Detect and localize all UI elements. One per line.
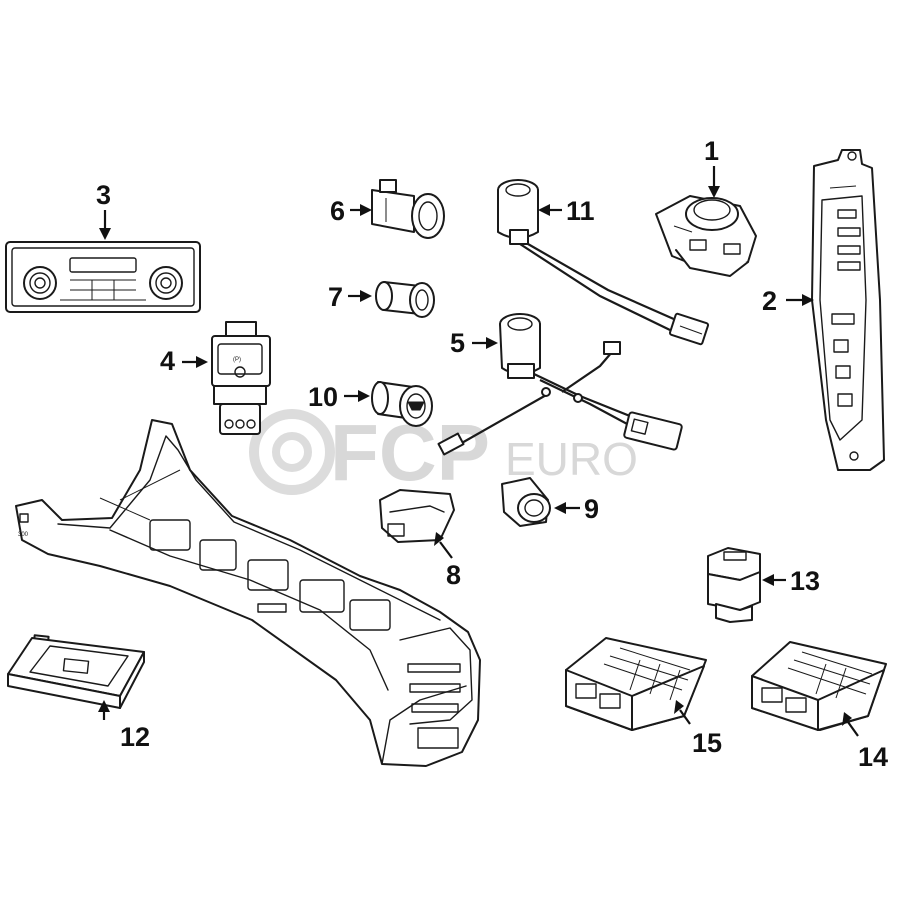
callouts: 1 2 3 4 5 6 7 8 9 10 [96, 136, 888, 772]
callout-4: 4 [160, 346, 175, 376]
callout-12: 12 [120, 722, 150, 752]
callout-5: 5 [450, 328, 465, 358]
part-3-climate-panel [5, 241, 201, 313]
watermark-suffix: EURO [505, 433, 638, 485]
part-13-switch [707, 547, 761, 623]
callout-13: 13 [790, 566, 820, 596]
svg-text:(P): (P) [233, 357, 241, 363]
part-9-usb-port [501, 477, 551, 527]
callout-2: 2 [762, 286, 777, 316]
part-2-gear-selector-panel [811, 149, 885, 471]
center-console: 300 [15, 419, 481, 767]
callout-14: 14 [858, 742, 888, 772]
part-15-storage-tray [565, 637, 707, 731]
callout-3: 3 [96, 180, 111, 210]
part-7-lighter-plug [375, 281, 435, 318]
callout-11: 11 [566, 196, 595, 226]
callout-7: 7 [328, 282, 343, 312]
part-5-usb-hub-harness [437, 313, 683, 456]
part-1-idrive-controller [655, 195, 757, 277]
part-4-parking-brake-switch: (P) [211, 321, 271, 435]
callout-10: 10 [308, 382, 338, 412]
callout-6: 6 [330, 196, 345, 226]
part-12-wireless-charger [7, 634, 145, 709]
part-10-lighter [371, 381, 433, 427]
callout-9: 9 [584, 494, 599, 524]
callout-1: 1 [704, 136, 719, 166]
callout-15: 15 [692, 728, 722, 758]
part-11-usb-socket-harness [497, 179, 710, 346]
part-8-aux-module [379, 489, 455, 543]
part-14-storage-tray [751, 641, 887, 731]
callout-8: 8 [446, 560, 461, 590]
part-6-power-socket [371, 179, 445, 239]
svg-text:300: 300 [18, 532, 29, 538]
